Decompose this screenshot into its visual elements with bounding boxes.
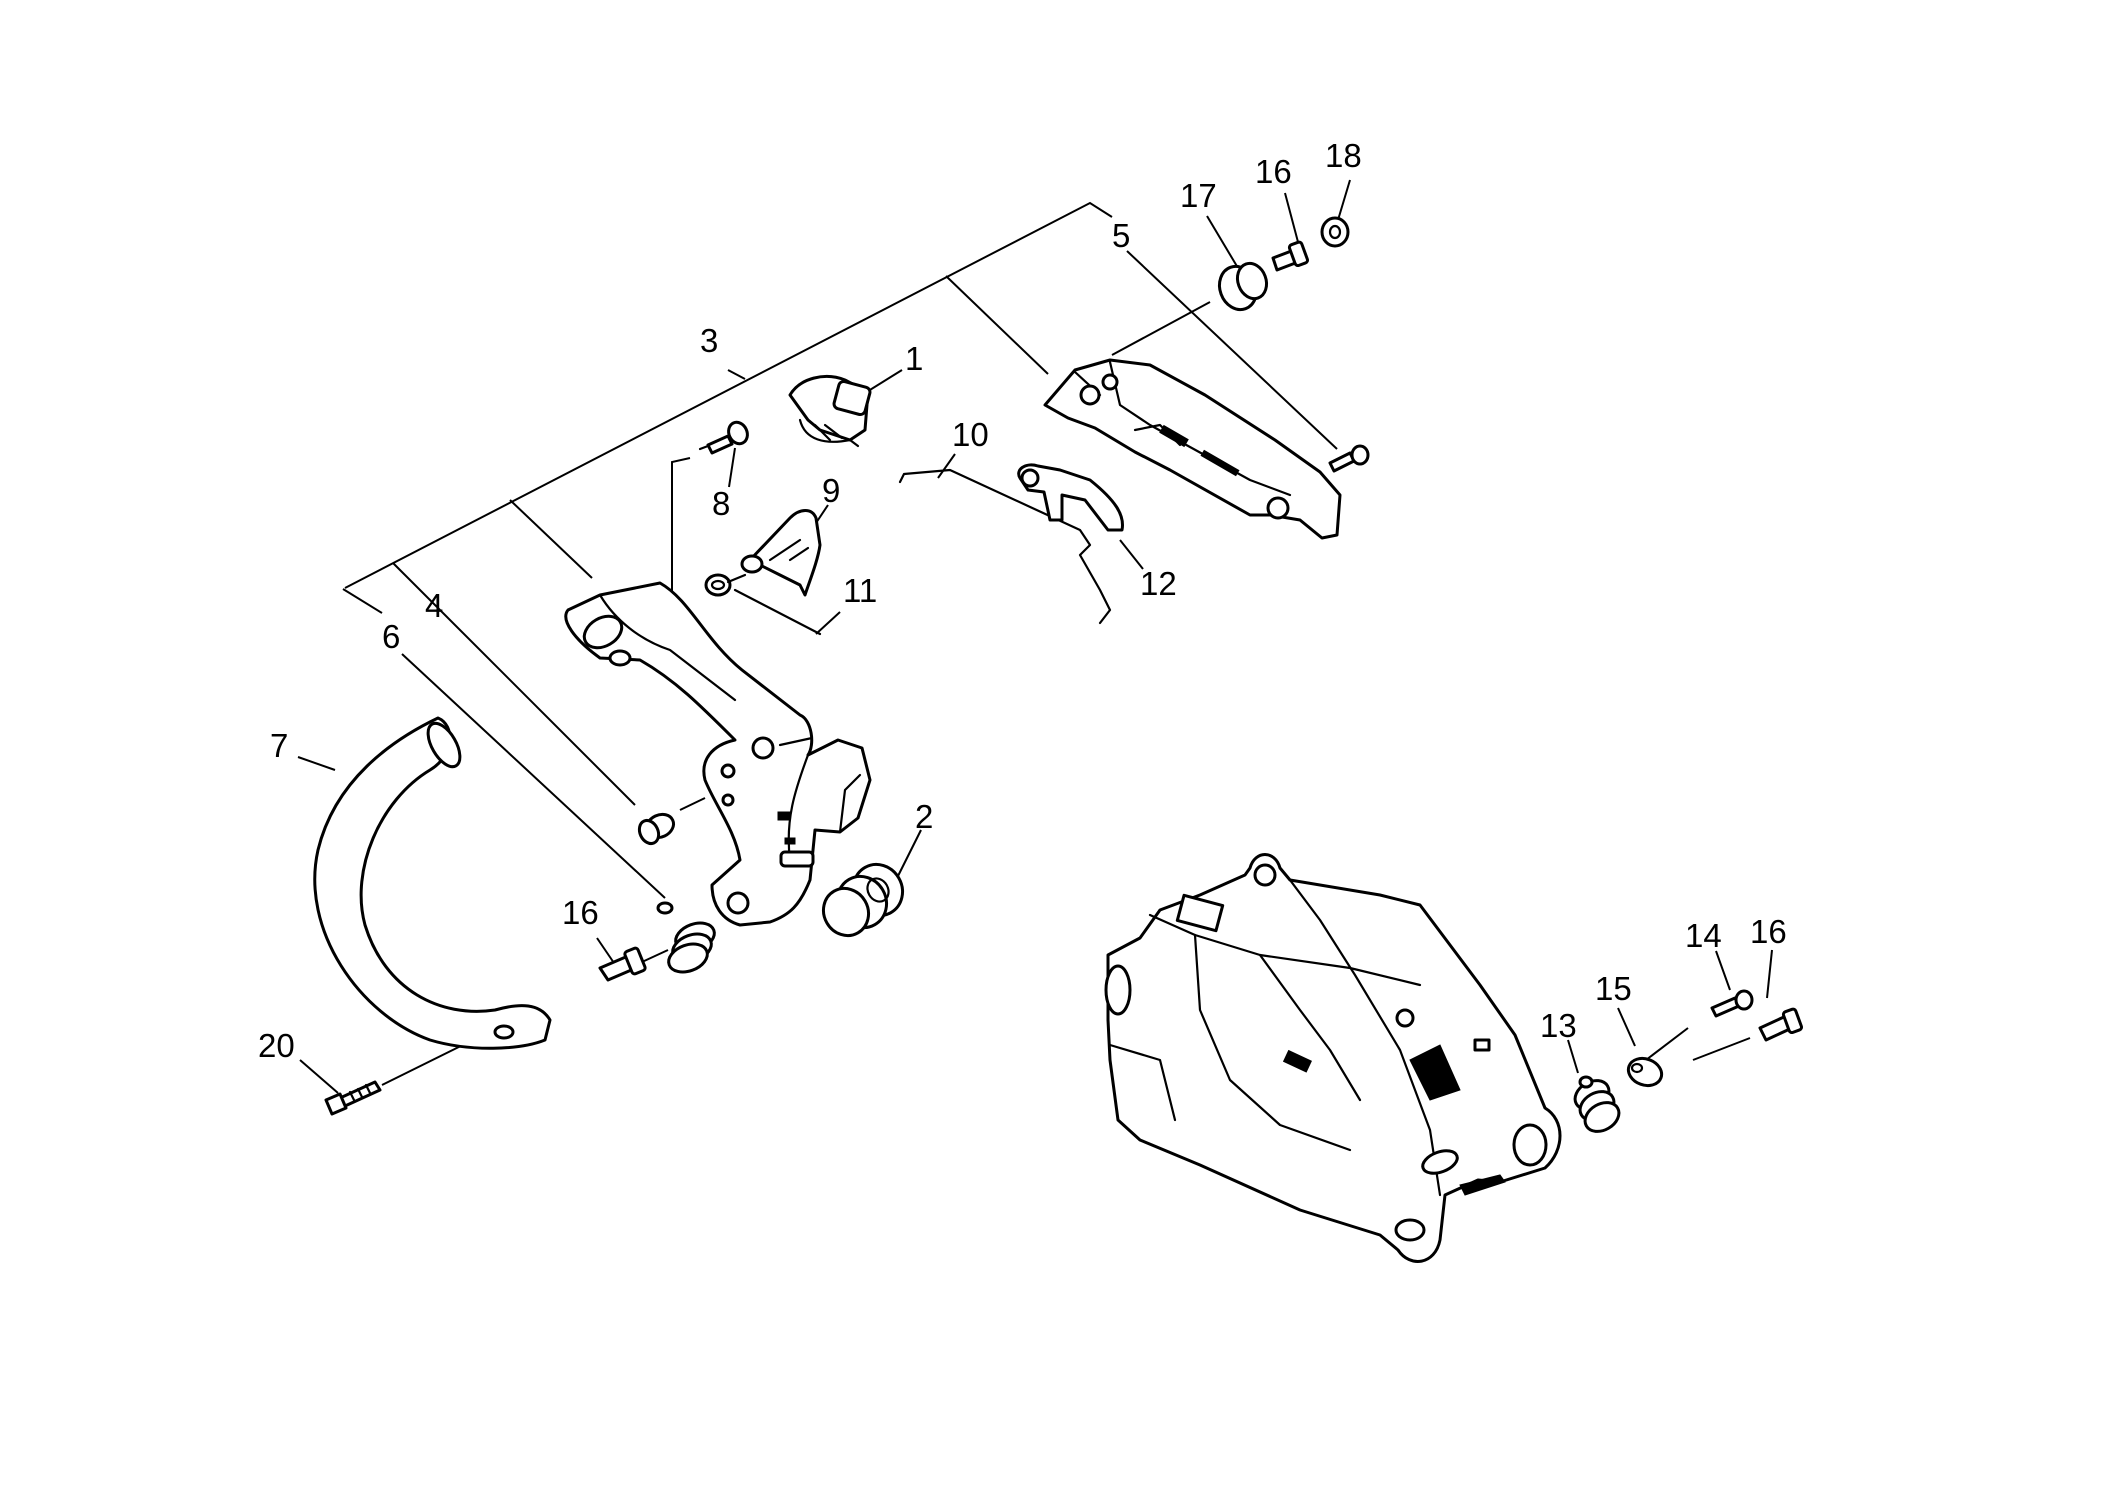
grommet (1217, 261, 1269, 312)
callout-9: 9 (822, 472, 840, 509)
front-handle-bar (313, 716, 552, 1050)
callout-4: 4 (425, 587, 443, 624)
callout-3: 3 (700, 322, 718, 359)
screw-right (1758, 1007, 1803, 1042)
switch-unit (788, 375, 872, 448)
washer-top (1320, 216, 1350, 248)
callout-10: 10 (952, 416, 989, 453)
callout-18: 18 (1325, 137, 1362, 174)
screw-left (598, 946, 647, 982)
throttle-trigger (1017, 463, 1125, 532)
callout-16-left: 16 (562, 894, 599, 931)
leader-lines (297, 179, 1773, 1094)
rear-handle-assembly (564, 581, 872, 927)
tapping-screw (324, 1080, 382, 1116)
callout-14: 14 (1685, 917, 1722, 954)
callout-16-top: 16 (1255, 153, 1292, 190)
washer-right (1626, 1056, 1664, 1088)
top-cover (1043, 358, 1342, 540)
cover-screw (1328, 444, 1370, 473)
screw-top (698, 420, 749, 455)
callout-11: 11 (843, 572, 877, 609)
spring-right (1573, 1075, 1621, 1133)
rubber-damper (821, 862, 905, 938)
callout-12: 12 (1140, 565, 1177, 602)
callout-7: 7 (270, 727, 288, 764)
screw-top-right (1271, 240, 1309, 272)
callout-2: 2 (915, 798, 933, 835)
callout-17: 17 (1180, 177, 1217, 214)
callout-labels: 1 2 3 4 5 6 7 8 9 10 11 12 13 14 15 16 1… (258, 137, 1787, 1064)
callout-8: 8 (712, 485, 730, 522)
callout-13: 13 (1540, 1007, 1577, 1044)
callout-20: 20 (258, 1027, 295, 1064)
callout-6: 6 (382, 618, 400, 655)
callout-5: 5 (1112, 217, 1130, 254)
callout-15: 15 (1595, 970, 1632, 1007)
crankcase-housing (1104, 853, 1562, 1263)
lockout-spring (704, 573, 747, 597)
throttle-rod (898, 468, 1112, 625)
spring-left (656, 901, 716, 974)
throttle-lockout (740, 509, 822, 597)
pin (733, 588, 822, 636)
callout-1: 1 (905, 340, 923, 377)
bushing (637, 812, 676, 846)
screw-right-small (1710, 989, 1754, 1018)
callout-16-right: 16 (1750, 913, 1787, 950)
